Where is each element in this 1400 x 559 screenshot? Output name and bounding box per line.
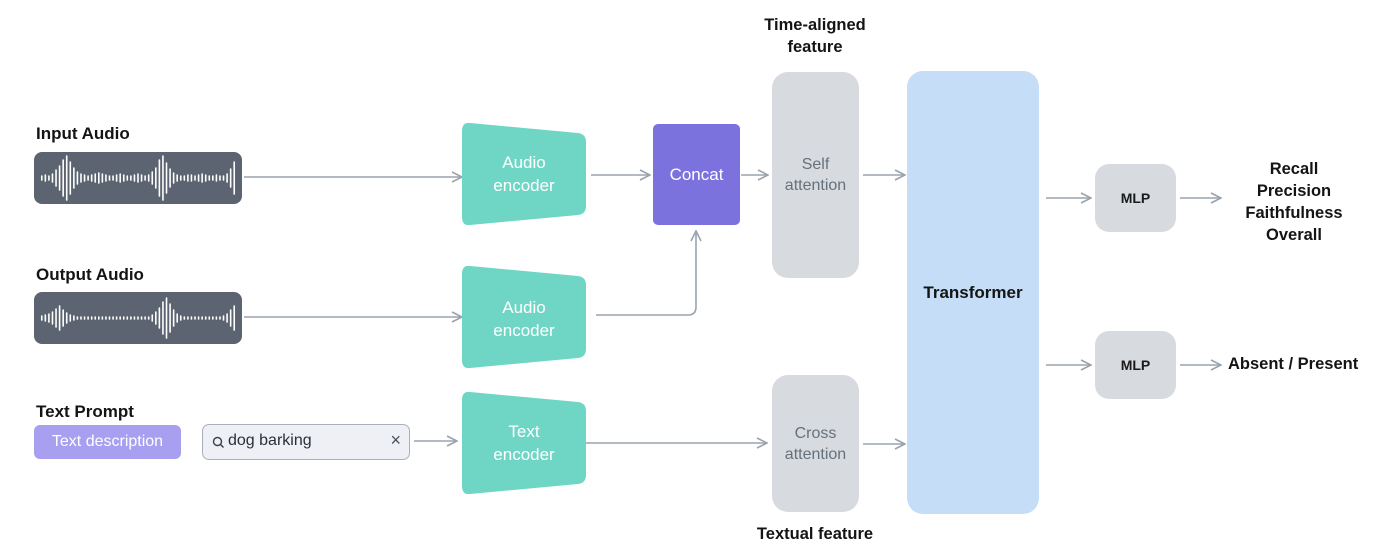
audio-encoder-text: Audio encoder — [493, 298, 555, 340]
text-encoder: Text encoder — [462, 392, 586, 494]
mlp-block-bottom: MLP — [1095, 331, 1176, 399]
audio-encoder-text: Audio encoder — [493, 153, 555, 195]
input-audio-waveform — [34, 152, 242, 204]
precision-label: Precision — [1256, 182, 1332, 200]
output-audio-label: Output Audio — [36, 265, 144, 284]
audio-encoder-shape — [462, 266, 586, 368]
text-description-chip: Text description — [34, 425, 181, 459]
time-aligned-feature-label: Time-aligned feature — [764, 16, 866, 56]
faithfulness-label: Faithfulness — [1245, 204, 1343, 222]
arrow-output-encoder-to-concat — [596, 231, 696, 316]
search-input[interactable]: dog barking × — [202, 424, 410, 460]
overall-label: Overall — [1266, 226, 1322, 244]
input-audio-label: Input Audio — [36, 124, 130, 143]
audio-encoder-output: Audio encoder — [462, 266, 586, 368]
text-encoder-text: Text encoder — [493, 422, 555, 464]
text-prompt-label: Text Prompt — [36, 402, 134, 421]
transformer-block: Transformer — [907, 71, 1039, 514]
clear-icon[interactable]: × — [390, 430, 401, 450]
audio-encoder-shape — [462, 123, 586, 225]
text-encoder-shape — [462, 392, 586, 494]
audio-encoder-input: Audio encoder — [462, 123, 586, 225]
recall-label: Recall — [1269, 160, 1319, 178]
absent-present-output: Absent / Present — [1228, 355, 1359, 373]
textual-feature-label: Textual feature — [756, 525, 874, 543]
concat-block: Concat — [653, 124, 740, 225]
search-query-text: dog barking — [228, 432, 312, 449]
mlp-block-top: MLP — [1095, 164, 1176, 232]
metrics-output: Recall Precision Faithfulness Overall — [1226, 158, 1362, 246]
output-audio-waveform-bars — [40, 297, 236, 339]
output-audio-waveform — [34, 292, 242, 344]
input-audio-waveform-bars — [40, 155, 236, 201]
search-icon — [212, 436, 224, 448]
